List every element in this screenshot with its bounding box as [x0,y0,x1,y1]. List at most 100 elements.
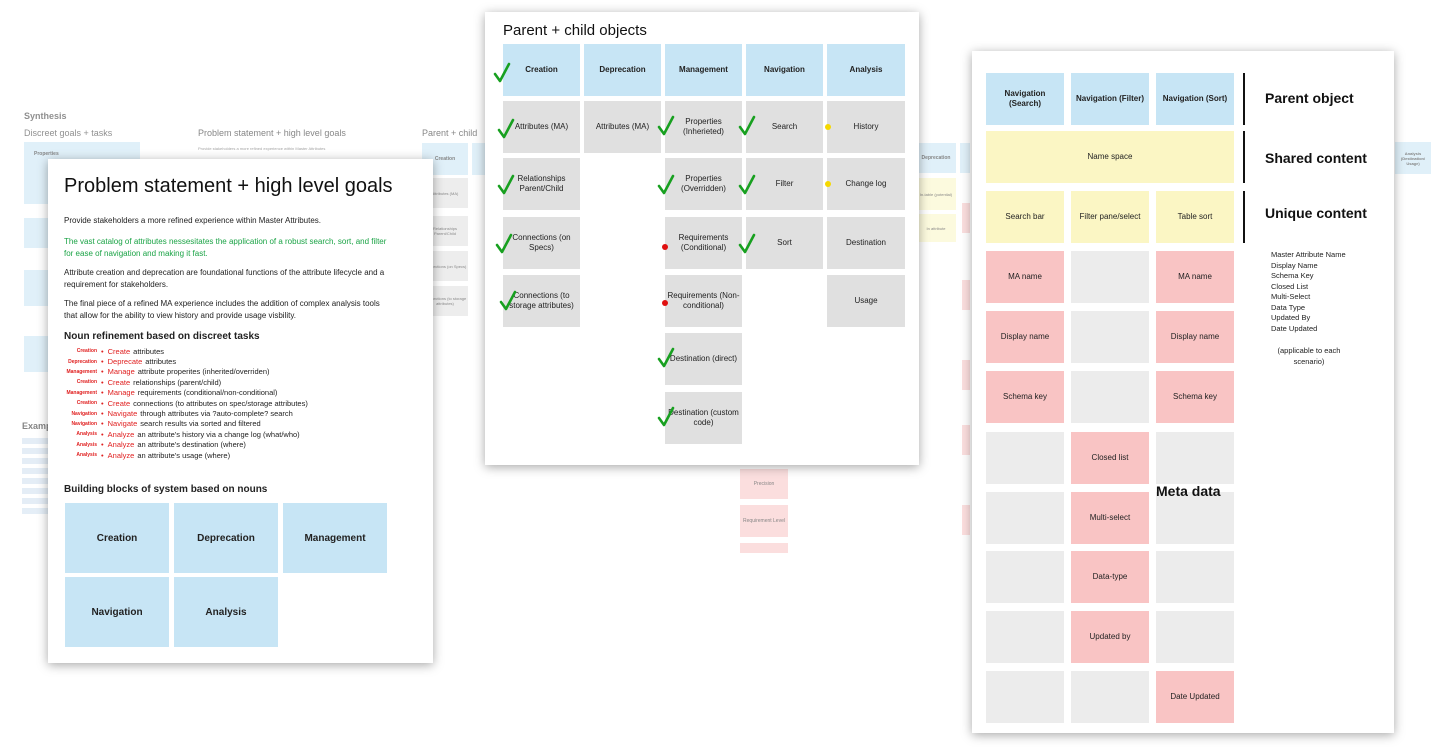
sort-empty-1 [1156,432,1234,484]
noun-text: an attribute's usage (where) [137,450,231,460]
bullet-icon: • [101,429,104,439]
noun-tag: Deprecation [68,358,97,365]
synthesis-label: Synthesis [24,111,67,121]
unique-filter-pane: Filter pane/select [1071,191,1149,243]
bullet-icon: • [101,346,104,356]
bg-right-hdr-2 [960,143,970,173]
meta-data-label: Meta data [1156,483,1221,499]
noun-verb: Manage [107,388,135,398]
noun-tag: Analysis [76,441,97,448]
bg-right-pink-5 [962,505,970,535]
meta-note: (applicable to each scenario) [1277,346,1341,366]
bg-sticky-3 [24,270,50,306]
check-icon [497,118,515,139]
bg-thumbnails [22,438,48,518]
block-creation: Creation [65,503,169,573]
noun-verb: Create [107,377,131,387]
meta-list-item: Date Updated [1271,323,1318,333]
noun-text: through attributes via ?auto-complete? s… [140,409,293,419]
bullet-icon: • [101,409,104,419]
check-icon [495,233,513,254]
bg-right-yellow-2: In attribute [916,214,956,242]
parent-child-card: Parent + child objects Creation Deprecat… [485,12,919,465]
noun-verb: Analyze [107,450,135,460]
meta-list-item: Master Attribute Name [1271,250,1346,259]
bullet-icon: • [101,377,104,387]
cell-mgmt-req-nonconditional: Requirements (Non-conditional) [665,275,742,327]
hdr-nav-sort: Navigation (Sort) [1156,73,1234,125]
noun-verb: Analyze [107,440,135,450]
bg-right-pink-4 [962,425,970,455]
check-icon [657,115,675,136]
noun-text: an attribute's destination (where) [137,440,246,450]
cell-analysis-history: History [827,101,905,153]
bg-right-pink-3 [962,360,970,390]
noun-text: attributes [133,346,165,356]
meta-list-item: Display Name [1271,260,1318,270]
filter-empty-2 [1071,311,1149,363]
bullet-icon: • [101,440,104,450]
noun-text: attributes [145,357,177,367]
check-icon [738,233,756,254]
hdr-management: Management [665,44,742,96]
hdr-navigation: Navigation [746,44,823,96]
filter-empty-3 [1071,371,1149,423]
noun-text: an attribute's history via a change log … [137,429,300,439]
blocks-title: Building blocks of system based on nouns [64,484,268,495]
filter-updated-by: Updated by [1071,611,1149,663]
cell-nav-filter: Filter [746,158,823,210]
parent-title: Parent + child objects [503,22,647,39]
search-empty-4 [986,611,1064,663]
hdr-nav-search: Navigation (Search) [986,73,1064,125]
bg-problem-title: Problem statement + high level goals [198,128,346,138]
bg-right-pink-1 [962,203,970,233]
bg-sticky-4 [24,336,50,372]
noun-verb: Create [107,398,131,408]
search-schema-key: Schema key [986,371,1064,423]
noun-verb: Deprecate [107,357,143,367]
bracket-unique [1243,191,1245,243]
check-icon [738,115,756,136]
cell-creation-relationships: Relationships Parent/Child [503,158,580,210]
bullet-icon: • [101,419,104,429]
filter-closed-list: Closed list [1071,432,1149,484]
bg-pink-stub [740,543,788,553]
bg-precision: Precision [740,469,788,499]
cell-deprecation-attributes: Attributes (MA) [584,101,661,153]
search-ma-name: MA name [986,251,1064,303]
hdr-deprecation: Deprecation [584,44,661,96]
problem-p3: Attribute creation and deprecation are f… [64,268,385,289]
search-empty-3 [986,551,1064,603]
problem-title: Problem statement + high level goals [64,175,393,197]
check-icon [497,174,515,195]
cell-creation-connections-storage: Connections (to storage attributes) [503,275,580,327]
cell-analysis-destination: Destination [827,217,905,269]
search-display-name: Display name [986,311,1064,363]
cell-analysis-usage: Usage [827,275,905,327]
check-icon [657,406,675,427]
check-icon [738,174,756,195]
noun-tag: Management [66,368,97,375]
noun-verb: Analyze [107,429,135,439]
bg-right-hdr: Deprecation [916,143,956,173]
noun-tag: Analysis [76,431,97,438]
block-navigation: Navigation [65,577,169,647]
bullet-icon: • [101,367,104,377]
noun-title: Noun refinement based on discreet tasks [64,331,260,342]
cell-mgmt-req-conditional: Requirements (Conditional) [665,217,742,269]
noun-text: relationships (parent/child) [133,377,222,387]
cell-creation-attributes: Attributes (MA) [503,101,580,153]
bullet-icon: • [101,357,104,367]
noun-text: requirements (conditional/non-conditiona… [137,388,278,398]
noun-tag: Navigation [71,410,97,417]
bg-hdr-2 [472,143,486,175]
block-management: Management [283,503,387,573]
check-icon [493,62,511,83]
meta-list-item: Updated By [1271,313,1311,322]
hdr-nav-filter: Navigation (Filter) [1071,73,1149,125]
problem-p1: Provide stakeholders a more refined expe… [64,216,322,225]
